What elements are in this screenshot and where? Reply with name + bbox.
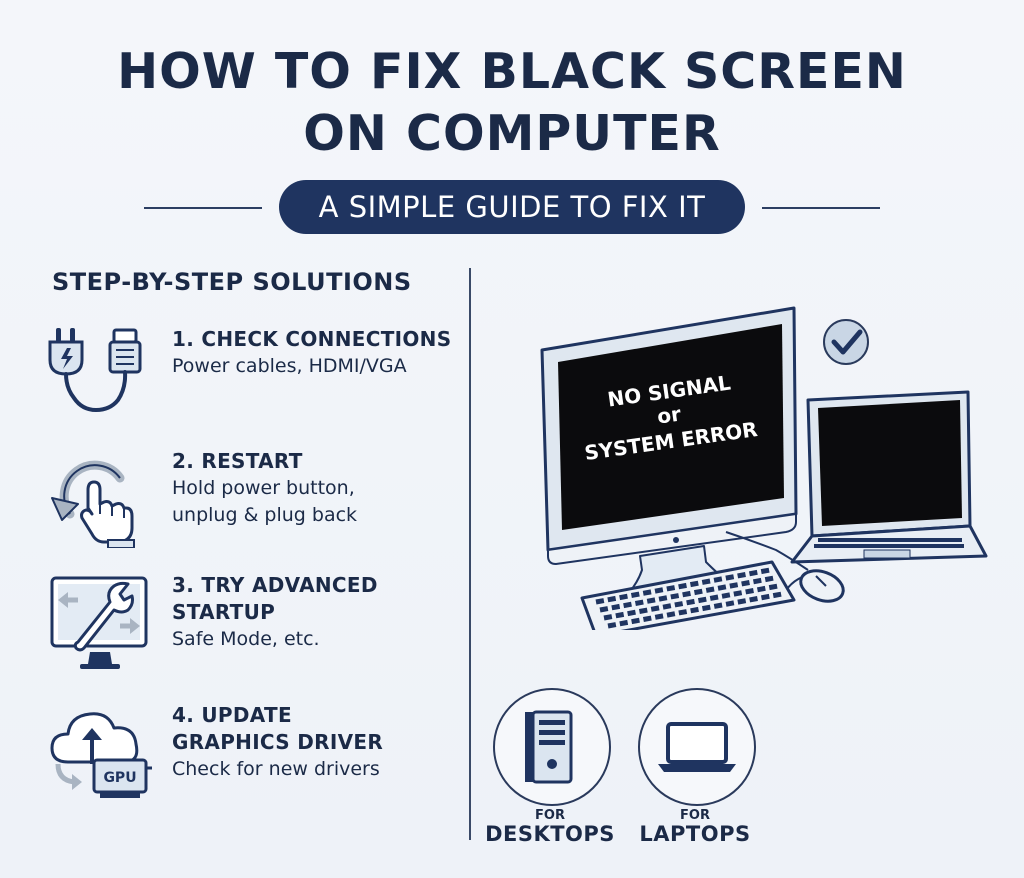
- desktop-circle: [493, 688, 611, 806]
- laptop-icon: [658, 722, 736, 772]
- step-2-text: 2. RESTART Hold power button, unplug & p…: [172, 448, 357, 529]
- page-title-line-2: ON COMPUTER: [303, 105, 721, 162]
- gpu-icon-label: GPU: [103, 770, 136, 786]
- step-3-title-line-1: 3. TRY ADVANCED: [172, 573, 378, 597]
- cloud-gpu-update-icon: GPU: [48, 702, 158, 806]
- screen-line-2: or: [656, 402, 683, 429]
- subtitle-rule-right: [762, 207, 880, 209]
- step-4-text: 4. UPDATE GRAPHICS DRIVER Check for new …: [172, 702, 383, 783]
- desktop-monitor: NO SIGNAL or SYSTEM ERROR: [540, 306, 798, 595]
- mouse-illustration: [799, 569, 845, 603]
- step-3-text: 3. TRY ADVANCED STARTUP Safe Mode, etc.: [172, 572, 378, 653]
- step-2-title: 2. RESTART: [172, 449, 303, 473]
- subtitle-pill: A SIMPLE GUIDE TO FIX IT: [279, 180, 745, 234]
- step-1-text: 1. CHECK CONNECTIONS Power cables, HDMI/…: [172, 326, 451, 380]
- step-4-title-line-2: GRAPHICS DRIVER: [172, 730, 384, 754]
- column-divider: [469, 268, 471, 840]
- step-1-desc: Power cables, HDMI/VGA: [172, 355, 407, 377]
- plug-hdmi-cable-icon: [48, 326, 148, 422]
- step-1-title: 1. CHECK CONNECTIONS: [172, 327, 452, 351]
- monitor-wrench-icon: [48, 572, 152, 676]
- laptops-label: LAPTOPS: [639, 822, 751, 846]
- subtitle-rule-left: [144, 207, 262, 209]
- laptop-circle: [638, 688, 756, 806]
- solutions-heading: STEP-BY-STEP SOLUTIONS: [52, 268, 412, 296]
- step-2-desc-line-2: unplug & plug back: [172, 504, 358, 526]
- keyboard-illustration: [580, 560, 796, 638]
- computer-illustration: NO SIGNAL or SYSTEM ERROR: [490, 300, 1000, 638]
- page-title-line-1: HOW TO FIX BLACK SCREEN: [117, 43, 907, 100]
- step-2-desc-line-1: Hold power button,: [172, 477, 355, 499]
- check-circle-icon: [823, 319, 869, 365]
- desktop-tower-icon: [525, 710, 573, 784]
- desktops-label: DESKTOPS: [485, 822, 615, 846]
- restart-hand-icon: [48, 448, 148, 552]
- subtitle-row: A SIMPLE GUIDE TO FIX IT: [0, 180, 1024, 234]
- step-3-desc: Safe Mode, etc.: [172, 628, 320, 650]
- step-3-title-line-2: STARTUP: [172, 600, 276, 624]
- step-4-desc: Check for new drivers: [172, 758, 380, 780]
- step-4-title-line-1: 4. UPDATE: [172, 703, 292, 727]
- desktops-for-label: FOR: [535, 808, 565, 823]
- laptops-for-label: FOR: [680, 808, 710, 823]
- laptop-illustration: [790, 390, 988, 564]
